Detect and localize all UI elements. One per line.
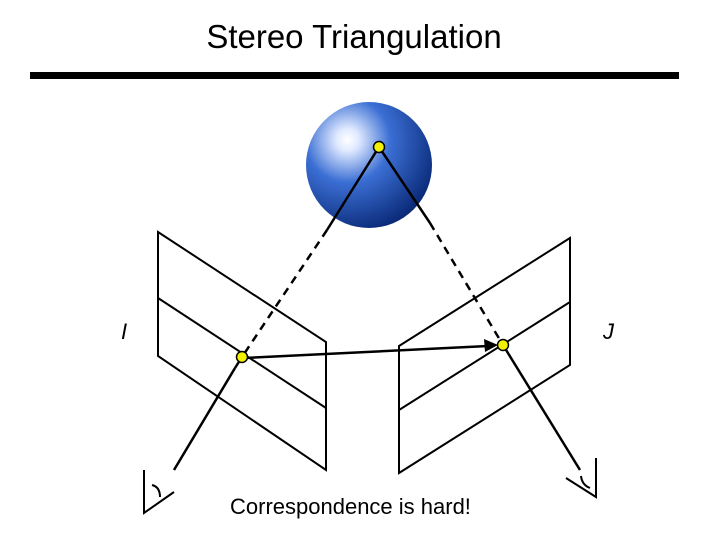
correspondence-arrowhead <box>484 339 498 352</box>
left-image-label: I <box>121 319 128 344</box>
left-image-point <box>235 350 249 364</box>
right-image-plane <box>398 236 571 475</box>
title-underline <box>30 72 679 79</box>
right-image-label: J <box>603 319 614 344</box>
left-camera-icon <box>143 470 175 515</box>
right-camera-icon <box>565 458 597 499</box>
slide-title: Stereo Triangulation <box>206 18 502 55</box>
scene-point <box>372 140 386 154</box>
caption-text: Correspondence is hard! <box>230 494 471 519</box>
correspondence-arrow-line <box>243 344 489 360</box>
right-image-point <box>496 338 510 352</box>
right-viewing-ray <box>377 146 582 471</box>
